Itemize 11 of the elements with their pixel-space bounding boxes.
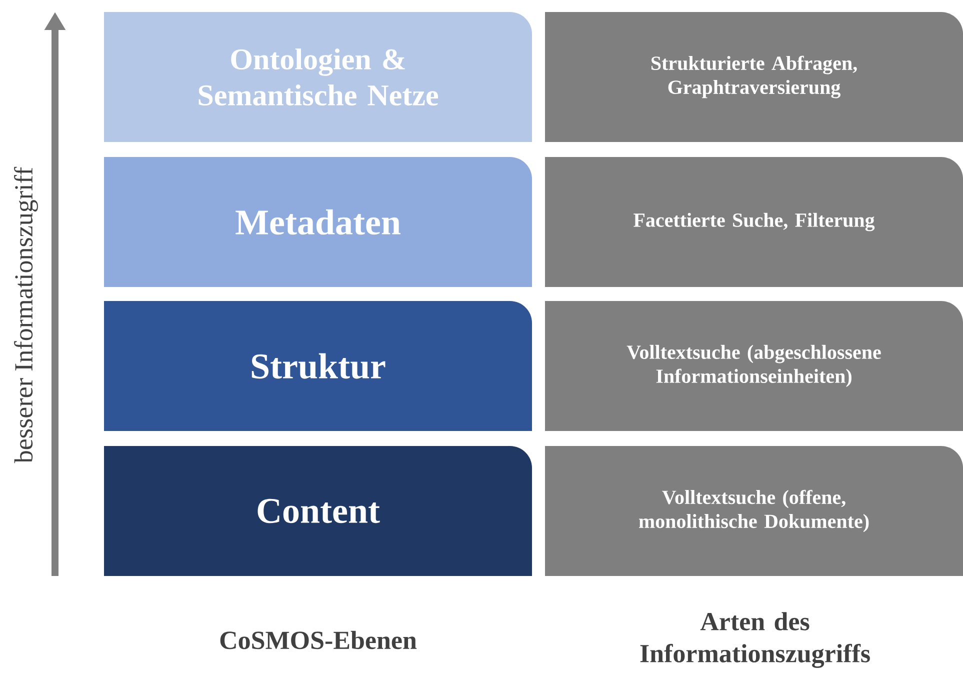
layer-box: Content [104, 446, 532, 576]
layer-box: Metadaten [104, 157, 532, 287]
access-box: Facettierte Suche, Filterung [545, 157, 963, 287]
access-box: Volltextsuche (offene, monolithische Dokumente) [545, 446, 963, 576]
column-label: Arten des Informationszugriffs [640, 612, 870, 668]
column-label: CoSMOS-Ebenen [220, 630, 417, 650]
access-box: Volltextsuche (abgeschlossene Informationseinheiten) [545, 301, 963, 431]
axis-label: besserer Informationszugriff [14, 166, 38, 464]
access-box: Strukturierte Abfragen, Graphtraversierung [545, 12, 963, 142]
layer-box: Ontologien & Semantische Netze [104, 12, 532, 142]
layer-box: Struktur [104, 301, 532, 431]
